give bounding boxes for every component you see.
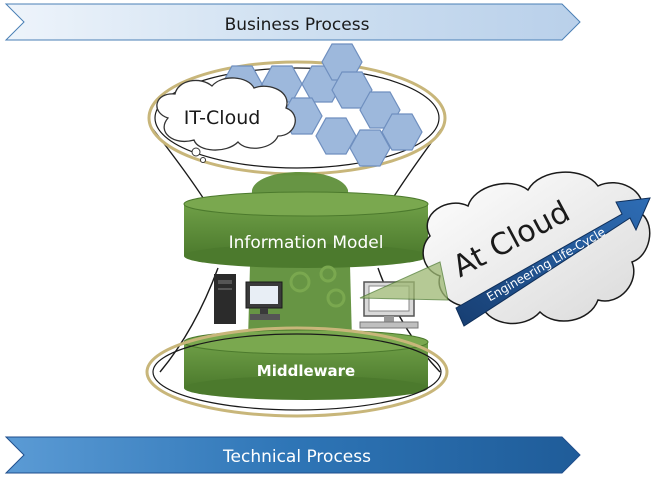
at-cloud: At Cloud Engineering Life-Cycle	[359, 171, 651, 327]
it-cloud-label: IT-Cloud	[184, 107, 261, 129]
it-cloud-bubble: IT-Cloud	[156, 77, 296, 163]
information-model-label: Information Model	[229, 233, 384, 253]
technical-process-banner: Technical Process	[4, 436, 581, 474]
middleware-label: Middleware	[257, 362, 355, 380]
middleware-layer: Middleware	[183, 329, 429, 400]
information-model-layer: Information Model	[183, 191, 429, 268]
gear-icon	[289, 271, 311, 293]
business-process-banner: Business Process	[4, 3, 581, 41]
gear-icon	[319, 265, 337, 283]
gear-icons	[289, 265, 346, 308]
desktop-computer-icon	[214, 274, 283, 324]
technical-process-label: Technical Process	[222, 447, 371, 467]
bottom-ring	[145, 326, 449, 418]
gear-icon	[326, 288, 346, 308]
business-process-label: Business Process	[225, 15, 370, 35]
